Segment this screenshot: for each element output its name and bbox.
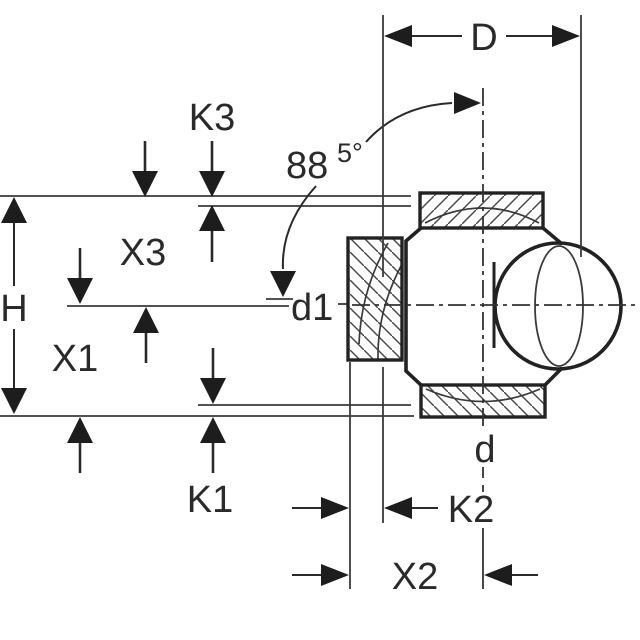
h-arrow-down xyxy=(1,388,27,414)
label-d1: d1 xyxy=(291,287,333,329)
body-chamfer-bottom-right xyxy=(543,366,564,387)
label-X1: X1 xyxy=(52,338,98,380)
dimension-x2 xyxy=(292,564,538,586)
left-section-arc-2 xyxy=(377,265,402,360)
dimension-x3 xyxy=(132,141,159,363)
ball-socket-outline xyxy=(493,241,623,371)
angle-arrow-down xyxy=(270,271,296,297)
dimension-k2 xyxy=(292,497,438,519)
x2-arrow-left-pointing xyxy=(484,564,512,586)
body-chamfer-top-right xyxy=(541,226,564,246)
centerlines xyxy=(352,88,640,589)
label-angle-superscript: 5° xyxy=(337,138,363,168)
label-K3: K3 xyxy=(189,97,235,139)
top-section-hatch xyxy=(420,193,543,228)
angle-arrow-right xyxy=(454,92,481,114)
dimension-d-top xyxy=(384,25,580,47)
x1-arrow-down xyxy=(67,278,93,304)
x2-arrow-right-pointing xyxy=(321,564,349,586)
body-left-outline xyxy=(404,226,423,387)
label-X2: X2 xyxy=(392,556,438,598)
hatched-section-top xyxy=(418,191,545,230)
hatched-section-left xyxy=(346,236,404,362)
angle-annotation xyxy=(270,92,481,297)
k3-arrow-up xyxy=(199,205,225,231)
label-D: D xyxy=(470,17,497,59)
left-section-hatch xyxy=(348,238,402,360)
label-K1: K1 xyxy=(187,479,233,521)
dimension-k1 xyxy=(200,348,226,473)
top-section-border xyxy=(418,191,545,230)
label-d: d xyxy=(474,429,495,471)
label-K2: K2 xyxy=(448,489,494,531)
d-arrow-left xyxy=(384,25,412,47)
angle-leader-arc-upper xyxy=(365,102,453,143)
label-angle-value: 88 xyxy=(286,145,328,187)
reference-lines xyxy=(0,195,414,417)
dimension-k3 xyxy=(199,141,225,262)
angle-leader-arc-lower xyxy=(281,185,317,270)
x1-arrow-up xyxy=(67,417,93,443)
k2-arrow-right-pointing xyxy=(321,497,349,519)
k1-arrow-down xyxy=(200,378,226,404)
label-H: H xyxy=(0,288,27,330)
socket-opening-ellipse xyxy=(534,245,584,367)
fitting-body xyxy=(404,226,623,387)
k2-arrow-left-pointing xyxy=(384,497,412,519)
h-arrow-up xyxy=(1,197,27,223)
d-arrow-right xyxy=(552,25,580,47)
k1-arrow-up xyxy=(200,417,226,443)
left-section-border xyxy=(346,236,404,362)
x3-arrow-down xyxy=(132,171,158,197)
dimension-h xyxy=(1,197,27,414)
dimension-labels: D K3 X3 H X1 K1 d1 d K2 X2 88 5° xyxy=(0,17,497,598)
x3-arrow-up xyxy=(133,307,159,333)
label-X3: X3 xyxy=(120,232,166,274)
extension-lines xyxy=(349,15,582,589)
dimension-x1 xyxy=(67,248,93,473)
k3-arrow-down xyxy=(199,171,225,197)
